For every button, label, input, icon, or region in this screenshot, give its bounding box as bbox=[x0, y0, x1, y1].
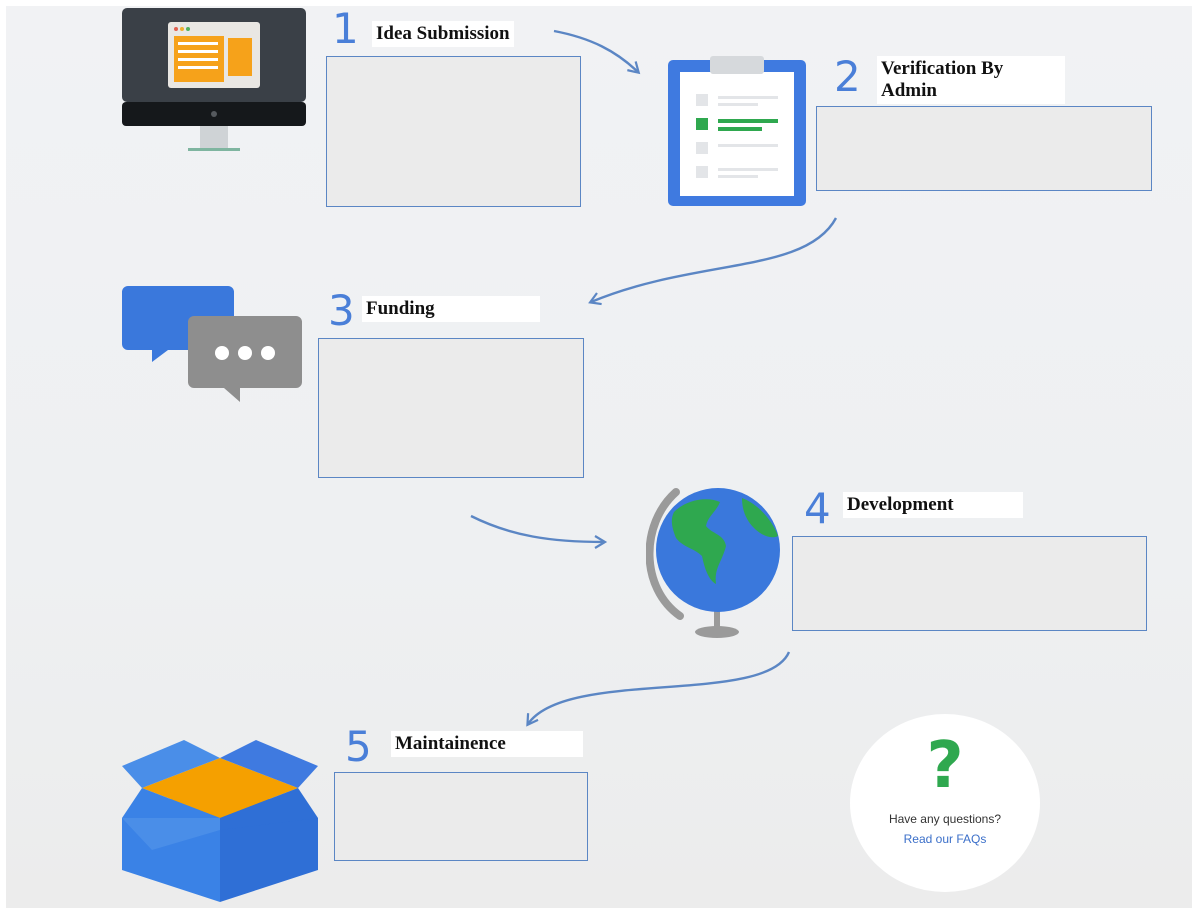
arrow-4-to-5 bbox=[526, 651, 791, 727]
faq-link[interactable]: Read our FAQs bbox=[903, 832, 987, 846]
arrow-2-to-3 bbox=[588, 217, 838, 306]
step-4-title: Development bbox=[843, 492, 1023, 518]
monitor-icon bbox=[122, 8, 306, 154]
step-2-box bbox=[816, 106, 1152, 191]
step-3-box bbox=[318, 338, 584, 478]
step-5-number: 5 bbox=[345, 722, 372, 771]
step-2-title: Verification By Admin bbox=[877, 56, 1065, 104]
step-3-title: Funding bbox=[362, 296, 540, 322]
process-diagram: 1 Idea Submission 2 Verification By Admi… bbox=[6, 6, 1192, 908]
step-4-number: 4 bbox=[804, 484, 831, 533]
step-1-box bbox=[326, 56, 581, 207]
step-3-number: 3 bbox=[328, 286, 355, 335]
question-mark-icon: ? bbox=[926, 729, 964, 803]
faq-badge[interactable]: ? Have any questions? Read our FAQs bbox=[850, 714, 1040, 892]
clipboard-icon bbox=[668, 56, 808, 206]
step-4-box bbox=[792, 536, 1147, 631]
step-1-number: 1 bbox=[332, 6, 359, 53]
step-5-title: Maintainence bbox=[391, 731, 583, 757]
globe-icon bbox=[645, 484, 782, 642]
box-icon bbox=[122, 730, 318, 902]
arrow-3-to-4 bbox=[470, 514, 608, 549]
step-2-number: 2 bbox=[834, 52, 861, 101]
step-5-box bbox=[334, 772, 588, 861]
step-1-title: Idea Submission bbox=[372, 21, 514, 47]
chat-bubbles-icon bbox=[122, 286, 304, 404]
faq-question-text: Have any questions? bbox=[888, 812, 1002, 826]
